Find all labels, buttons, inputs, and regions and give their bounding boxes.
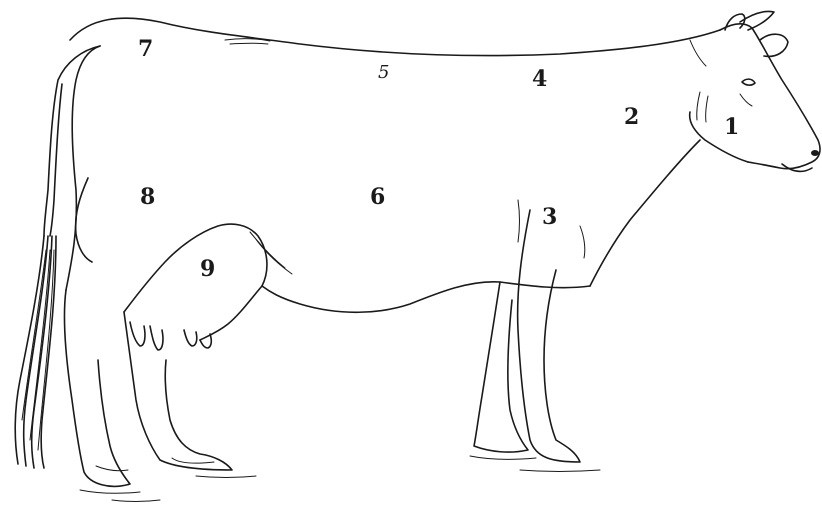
label-3: 3: [542, 204, 557, 230]
label-8: 8: [140, 184, 155, 210]
label-5: 5: [378, 62, 389, 83]
label-9: 9: [200, 256, 215, 282]
label-1: 1: [724, 114, 739, 140]
label-6: 6: [370, 184, 385, 210]
label-7: 7: [138, 36, 153, 62]
label-2: 2: [624, 104, 639, 130]
label-4: 4: [532, 66, 547, 92]
